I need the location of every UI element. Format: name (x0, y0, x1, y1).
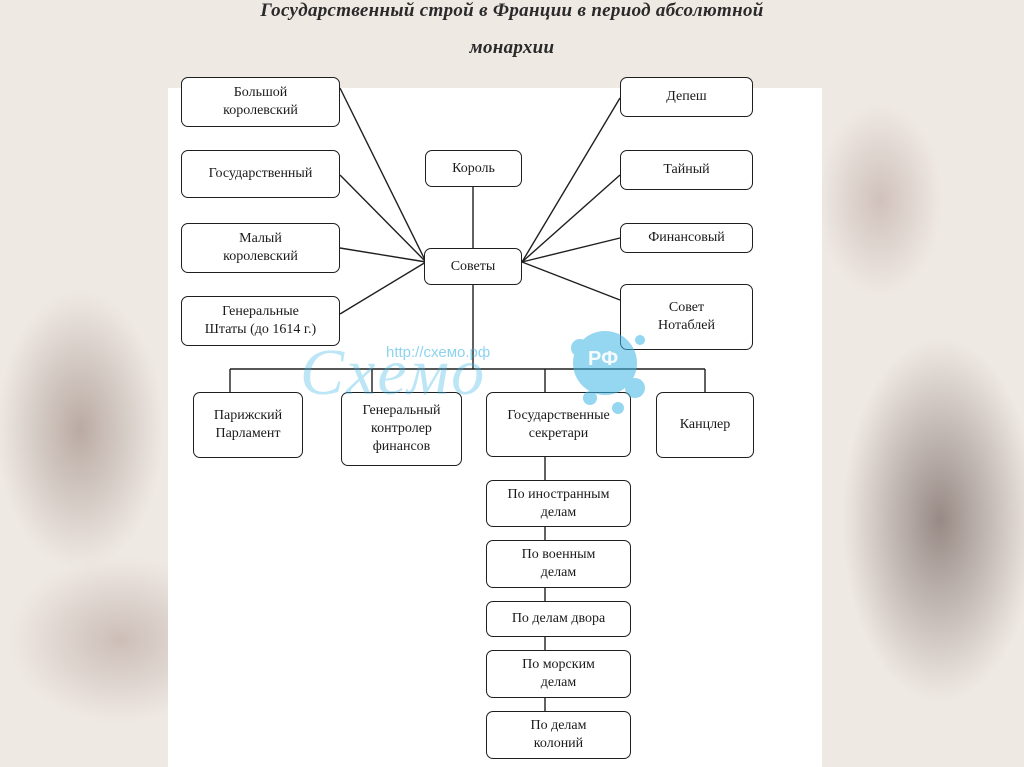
secretary-naval-affairs-label: По морским делам (522, 657, 595, 690)
councils-label: Советы (450, 258, 496, 274)
council-bolshoi-label: Большой королевский (223, 85, 298, 118)
watermark-logo: Схемо http://схемо.рф РФ (300, 318, 660, 438)
secretaries-of-state: Государственные секретари (486, 392, 631, 457)
paris-parliament-label: Парижский Парламент (213, 408, 283, 441)
diagram-title-line1: Государственный строй в Франции в период… (260, 0, 764, 21)
king-node: Король (425, 150, 522, 187)
secretaries-of-state-label: Государственные секретари (507, 407, 610, 441)
general-estates: Генеральные Штаты (до 1614 г.) (181, 296, 340, 346)
council-depesh: Депеш (620, 77, 753, 117)
secretary-court-affairs: По делам двора (486, 601, 631, 637)
council-maly-label: Малый королевский (223, 231, 298, 264)
secretary-foreign-affairs-label: По иностранным делам (507, 486, 610, 520)
council-depesh-label: Депеш (666, 89, 707, 104)
watermark-logo-text: Схемо (300, 336, 487, 409)
chancellor: Канцлер (656, 392, 754, 458)
diagram-title-line2: монархии (469, 37, 555, 58)
council-finansovy: Финансовый (620, 223, 753, 253)
controller-general-of-finances: Генеральный контролер финансов (341, 392, 462, 466)
council-tainy-label: Тайный (663, 162, 710, 177)
council-bolshoi-korolevsky: Большой королевский (181, 77, 340, 127)
secretary-naval-affairs: По морским делам (486, 650, 631, 698)
controller-general-label: Генеральный контролер финансов (362, 403, 441, 454)
general-estates-label: Генеральные Штаты (до 1614 г.) (204, 304, 317, 337)
secretary-foreign-affairs: По иностранным делам (486, 480, 631, 527)
council-tainy: Тайный (620, 150, 753, 190)
council-of-notables-label: Совет Нотаблей (658, 300, 715, 333)
secretary-military-affairs-label: По военным делам (521, 547, 596, 580)
councils-node: Советы (424, 248, 522, 285)
secretary-colonial-affairs-label: По делам колоний (530, 718, 587, 751)
council-gosudarstvenny: Государственный (181, 150, 340, 198)
council-gosudarstvenny-label: Государственный (208, 166, 313, 181)
secretary-military-affairs: По военным делам (486, 540, 631, 588)
watermark-splash-icon (571, 331, 645, 414)
council-maly-korolevsky: Малый королевский (181, 223, 340, 273)
watermark-url: http://схемо.рф (386, 344, 491, 361)
secretary-court-affairs-label: По делам двора (511, 611, 606, 626)
watermark-badge: РФ (588, 348, 619, 370)
secretary-colonial-affairs: По делам колоний (486, 711, 631, 759)
council-finansovy-label: Финансовый (648, 230, 725, 245)
chancellor-label: Канцлер (679, 417, 731, 432)
paris-parliament: Парижский Парламент (193, 392, 303, 458)
king-label: Король (452, 160, 495, 176)
